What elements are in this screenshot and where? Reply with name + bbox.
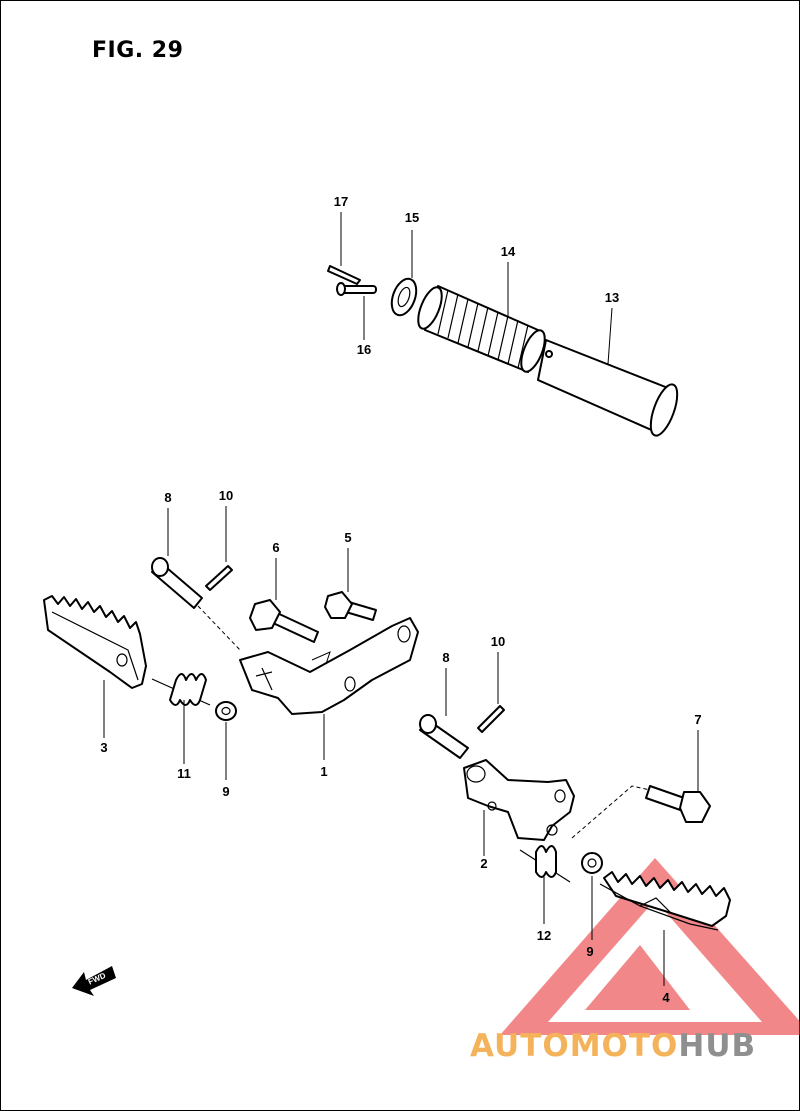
callout-13: 13 — [605, 290, 619, 305]
spring-12 — [519, 845, 571, 924]
bolt-7 — [645, 730, 711, 823]
bolt-5 — [324, 548, 377, 621]
callout-10-left: 10 — [219, 488, 233, 503]
callout-9-left: 9 — [222, 784, 229, 799]
callout-3: 3 — [100, 740, 107, 755]
footrest-rubber-14 — [417, 262, 546, 373]
watermark-text-part2: HUB — [678, 1028, 757, 1064]
callout-12: 12 — [537, 928, 551, 943]
footpeg-4-right — [599, 871, 731, 986]
forward-direction-marker: FWD — [72, 966, 116, 996]
cotter-pin-10-left — [205, 506, 233, 591]
bolt-6 — [249, 558, 319, 643]
callout-11: 11 — [177, 766, 191, 781]
washer-9-right — [581, 852, 603, 940]
callout-1: 1 — [320, 764, 327, 779]
pin-16 — [336, 282, 377, 340]
watermark-logo — [500, 858, 800, 1035]
callout-10-right: 10 — [491, 634, 505, 649]
figure-title: FIG. 29 — [92, 38, 184, 63]
callout-2: 2 — [480, 856, 487, 871]
callout-15: 15 — [405, 210, 419, 225]
cotter-pin-17 — [327, 212, 361, 285]
callout-5: 5 — [344, 530, 351, 545]
footpeg-3-left — [43, 595, 147, 738]
callout-4: 4 — [662, 990, 670, 1005]
footrest-bracket-1 — [239, 617, 419, 760]
callout-9-right: 9 — [586, 944, 593, 959]
watermark-text: AUTOMOTOHUB — [470, 1028, 756, 1064]
spring-11 — [151, 673, 211, 764]
washer-9-left — [215, 701, 237, 780]
callout-14: 14 — [501, 244, 516, 259]
footrest-bracket-2 — [463, 759, 651, 856]
callout-17: 17 — [334, 194, 348, 209]
callout-7: 7 — [694, 712, 701, 727]
callout-8-right: 8 — [442, 650, 449, 665]
pin-8-left — [151, 508, 241, 651]
cotter-pin-10-right — [477, 652, 505, 733]
callout-6: 6 — [272, 540, 279, 555]
washer-15 — [390, 230, 418, 317]
watermark-text-part1: AUTOMOTO — [470, 1028, 679, 1064]
callout-16: 16 — [357, 342, 371, 357]
callout-8-left: 8 — [164, 490, 171, 505]
pin-8-right — [419, 668, 469, 759]
footrest-bar-13 — [537, 307, 679, 437]
